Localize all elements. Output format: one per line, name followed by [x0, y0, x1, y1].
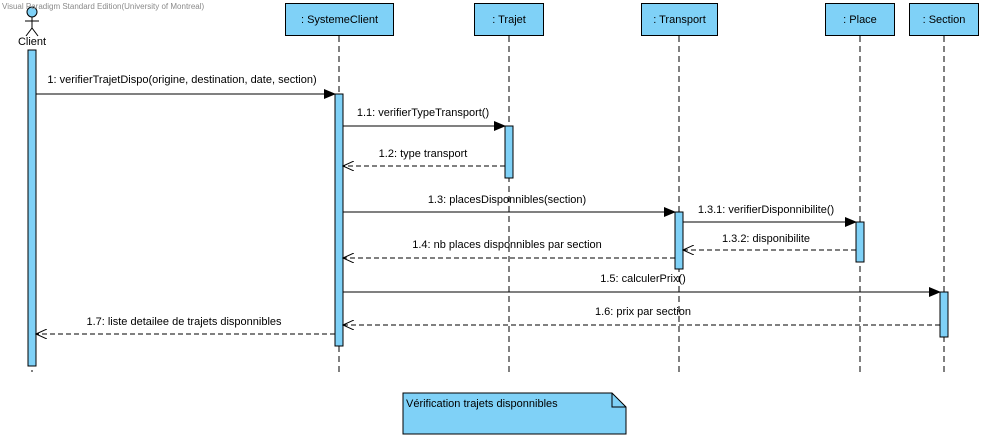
message-label-1-7: 1.7: liste detailee de trajets disponnib…	[86, 316, 282, 328]
message-label-1-6: 1.6: prix par section	[595, 306, 691, 318]
note-text: Vérification trajets disponnibles	[406, 398, 558, 410]
note-shape	[402, 392, 627, 435]
lifeline-head-section[interactable]: : Section	[909, 3, 979, 36]
message-label-1-3: 1.3: placesDisponnibles(section)	[427, 194, 587, 206]
lifeline-head-transport[interactable]: : Transport	[641, 3, 718, 36]
message-label-1: 1: verifierTrajetDispo(origine, destinat…	[47, 74, 317, 86]
activation-transport	[674, 211, 684, 270]
message-label-1-3-2: 1.3.2: disponibilite	[721, 233, 811, 245]
lifeline-head-systemeclient[interactable]: : SystemeClient	[285, 3, 394, 36]
activation-client	[27, 49, 37, 367]
activation-section	[939, 291, 949, 338]
actor-label: Client	[17, 36, 47, 48]
activation-systemeclient	[334, 93, 344, 347]
actor-icon	[25, 6, 39, 37]
message-label-1-3-1: 1.3.1: verifierDisponnibilite()	[697, 204, 835, 216]
watermark: Visual Paradigm Standard Edition(Univers…	[2, 2, 205, 11]
message-label-1-2: 1.2: type transport	[378, 148, 468, 160]
activation-place	[855, 221, 865, 263]
lifeline-head-trajet[interactable]: : Trajet	[474, 3, 544, 36]
message-label-1-5: 1.5: calculerPrix()	[600, 273, 686, 285]
message-label-1-1: 1.1: verifierTypeTransport()	[356, 107, 490, 119]
lifeline-head-place[interactable]: : Place	[825, 3, 895, 36]
activation-trajet	[504, 125, 514, 179]
message-label-1-4: 1.4: nb places disponnibles par section	[412, 239, 602, 251]
